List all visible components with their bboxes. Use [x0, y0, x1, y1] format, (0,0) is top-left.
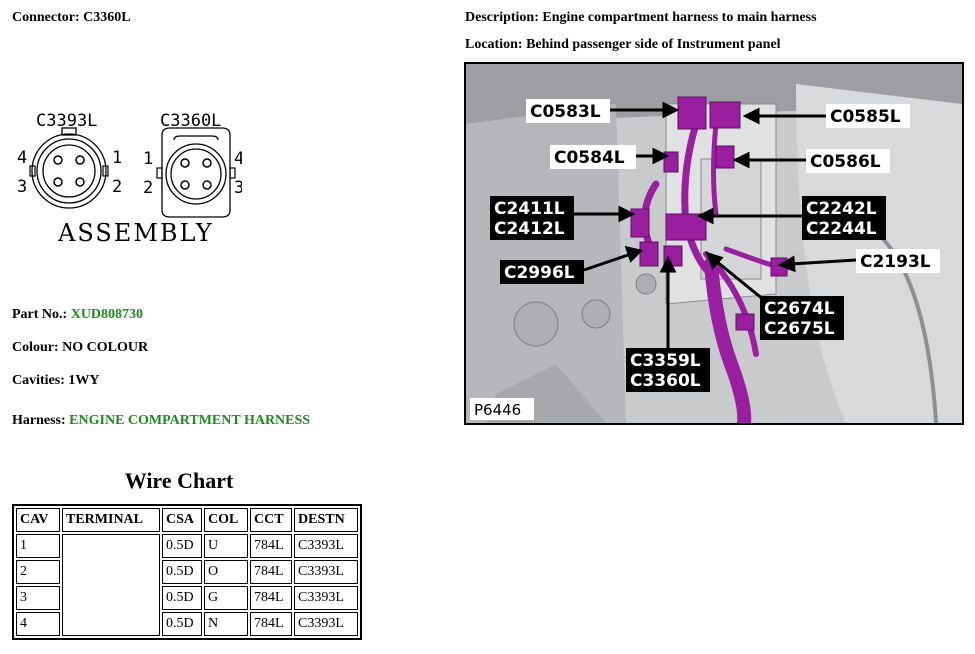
callout-c2675l: C2675L — [764, 319, 835, 339]
header-cav: CAV — [16, 508, 60, 532]
right-pin-2: 2 — [143, 178, 153, 198]
table-row: 2 0.5D O 784L C3393L — [16, 560, 358, 584]
wire-chart-header-row: CAV TERMINAL CSA COL CCT DESTN — [16, 508, 358, 532]
left-connector-label: C3393L — [36, 111, 97, 131]
cell-cav: 4 — [16, 612, 60, 636]
harness-label: Harness: — [12, 413, 66, 428]
connector-value: C3360L — [83, 10, 131, 25]
callout-c2674l: C2674L — [764, 299, 835, 319]
cell-col: U — [204, 534, 248, 558]
table-row: 1 0.5D U 784L C3393L — [16, 534, 358, 636]
left-pin-3: 3 — [17, 177, 27, 197]
location-photo: C0583L C0585L C0584L C0586L C2411L C2412… — [464, 62, 964, 425]
description-value: Engine compartment harness to main harne… — [542, 10, 817, 25]
cavities-line: Cavities: 1WY — [12, 373, 100, 389]
cell-terminal — [62, 534, 160, 636]
location-illustration: C0583L C0585L C0584L C0586L C2411L C2412… — [466, 64, 962, 423]
cavities-label: Cavities: — [12, 373, 65, 388]
callout-c0583l: C0583L — [530, 102, 601, 122]
part-label: Part No.: — [12, 307, 68, 322]
callout-c2193l: C2193L — [860, 252, 931, 272]
header-col: COL — [204, 508, 248, 532]
harness-line: Harness: ENGINE COMPARTMENT HARNESS — [12, 413, 310, 429]
right-pin-3: 3 — [234, 178, 242, 198]
cell-col: N — [204, 612, 248, 636]
left-pin-4: 4 — [17, 148, 27, 168]
callout-c2244l: C2244L — [806, 219, 877, 239]
wire-chart-title: Wire Chart — [124, 468, 234, 493]
connector-face-diagram: C3393L C3360L 4 1 3 2 1 4 2 3 ASSEMBLY — [17, 111, 242, 247]
cavities-value: 1WY — [68, 373, 100, 388]
table-row: 4 0.5D N 784L C3393L — [16, 612, 358, 636]
harness-link[interactable]: ENGINE COMPARTMENT HARNESS — [69, 413, 311, 428]
right-connector-face — [156, 127, 236, 218]
location-line: Location: Behind passenger side of Instr… — [465, 37, 781, 53]
callout-c2996l: C2996L — [504, 263, 575, 283]
cell-csa: 0.5D — [162, 612, 202, 636]
header-cct: CCT — [250, 508, 292, 532]
cell-col: G — [204, 586, 248, 610]
callout-c3359l: C3359L — [630, 351, 701, 371]
location-label: Location: — [465, 37, 523, 52]
location-value: Behind passenger side of Instrument pane… — [526, 37, 781, 52]
left-connector-face — [29, 127, 109, 209]
cell-cct: 784L — [250, 560, 292, 584]
callout-c2411l: C2411L — [494, 199, 565, 219]
connector-label: Connector: — [12, 10, 80, 25]
cell-cct: 784L — [250, 534, 292, 558]
callout-c3360l: C3360L — [630, 371, 701, 391]
callout-c0585l: C0585L — [830, 107, 901, 127]
table-row: 3 0.5D G 784L C3393L — [16, 586, 358, 610]
connector-line: Connector: C3360L — [12, 10, 131, 26]
callout-c2412l: C2412L — [494, 219, 565, 239]
cell-col: O — [204, 560, 248, 584]
cell-cav: 3 — [16, 586, 60, 610]
right-pin-4: 4 — [234, 149, 242, 169]
cell-cav: 2 — [16, 560, 60, 584]
part-number[interactable]: XUD808730 — [70, 307, 144, 322]
callout-c2242l: C2242L — [806, 199, 877, 219]
cell-destn: C3393L — [294, 612, 358, 636]
right-pin-1: 1 — [143, 149, 153, 169]
colour-value: NO COLOUR — [62, 340, 149, 355]
cell-destn: C3393L — [294, 534, 358, 558]
header-destn: DESTN — [294, 508, 358, 532]
description-line: Description: Engine compartment harness … — [465, 10, 817, 26]
header-csa: CSA — [162, 508, 202, 532]
right-connector-label: C3360L — [160, 111, 221, 131]
colour-label: Colour: — [12, 340, 59, 355]
cell-cav: 1 — [16, 534, 60, 558]
part-line: Part No.: XUD808730 — [12, 307, 143, 323]
wire-chart-table: CAV TERMINAL CSA COL CCT DESTN 1 0.5D U … — [12, 504, 362, 640]
left-pin-2: 2 — [112, 177, 122, 197]
callout-c0584l: C0584L — [554, 148, 625, 168]
cell-destn: C3393L — [294, 586, 358, 610]
cell-destn: C3393L — [294, 560, 358, 584]
callout-c0586l: C0586L — [810, 152, 881, 172]
cell-cct: 784L — [250, 612, 292, 636]
colour-line: Colour: NO COLOUR — [12, 340, 148, 356]
photo-id: P6446 — [474, 401, 521, 419]
assembly-caption: ASSEMBLY — [57, 219, 214, 247]
cell-csa: 0.5D — [162, 560, 202, 584]
cell-csa: 0.5D — [162, 534, 202, 558]
cell-csa: 0.5D — [162, 586, 202, 610]
left-pin-1: 1 — [112, 148, 122, 168]
header-terminal: TERMINAL — [62, 508, 160, 532]
description-label: Description: — [465, 10, 539, 25]
cell-cct: 784L — [250, 586, 292, 610]
